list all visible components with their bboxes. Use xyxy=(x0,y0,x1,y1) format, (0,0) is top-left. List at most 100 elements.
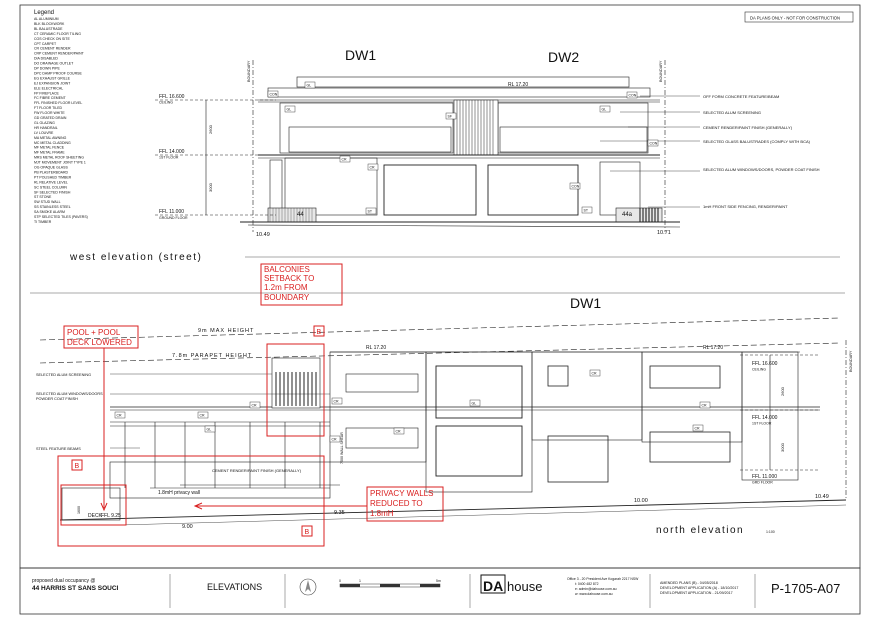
privacy-callout-box xyxy=(366,486,444,522)
material-tag-box xyxy=(339,155,351,163)
legend-item: EJ EXPANSION JOINT xyxy=(34,81,71,85)
material-tag: SF xyxy=(448,115,452,119)
north-level-1-sub: CEILING xyxy=(752,368,766,372)
material-tag-box xyxy=(589,369,601,377)
scale-5: 5m xyxy=(436,579,441,583)
north-level-3-sub: GRD FLOOR xyxy=(752,481,773,485)
legend-item: ST STONE xyxy=(34,195,52,199)
legend-item: EG EXHAUST GRILLE xyxy=(34,76,71,80)
material-tag: GL xyxy=(472,402,477,406)
balconies-note: BALCONIES xyxy=(264,265,310,274)
north-level-2: FFL 14.000 xyxy=(752,415,778,421)
balconies-callout-box xyxy=(260,263,343,306)
material-tag: GL xyxy=(287,108,292,112)
north-deck-dim: 1600 xyxy=(77,506,81,514)
legend-item: GL GLAZING xyxy=(34,121,55,125)
office-email: e: admin@dahouse.com.au xyxy=(575,587,617,591)
material-tag-box xyxy=(114,411,126,419)
material-tag-box xyxy=(365,207,377,215)
west-level-2-sub: 1ST FLOOR xyxy=(159,156,179,160)
material-tag: CR xyxy=(332,438,338,442)
office-address: Office 3 - 20 President Ave Kogarah 2217… xyxy=(567,577,639,581)
material-tag-box xyxy=(393,427,405,435)
logo-house: house xyxy=(507,579,542,594)
north-boundary: BOUNDARY xyxy=(849,350,853,372)
north-dw1-label: DW1 xyxy=(570,295,601,311)
west-note: SELECTED ALUM SCREENING xyxy=(703,110,761,115)
sheet-border xyxy=(19,4,861,569)
west-house-number-44: 44 xyxy=(297,212,304,218)
west-note: 1mH FRONT SIDE FENCING, RENDER/PAINT xyxy=(703,204,788,209)
b-tag-box xyxy=(71,459,83,471)
west-level-2: FFL 14.000 xyxy=(159,149,185,155)
drawing-number: P-1705-A07 xyxy=(771,581,840,596)
west-level-1: FFL 16.600 xyxy=(159,94,185,100)
north-spot-10-49: 10.49 xyxy=(815,494,829,500)
west-elevation xyxy=(155,60,700,232)
legend-item: PT POLISHED TIMBER xyxy=(34,175,72,179)
material-tag-box xyxy=(249,401,261,409)
legend-item: FT FLOOR TILED xyxy=(34,106,63,110)
material-tag: CON xyxy=(650,142,658,146)
north-level-2-sub: 1ST FLOOR xyxy=(752,422,772,426)
north-privacy-wall: 1.8mH privacy wall xyxy=(158,490,200,496)
material-tag: GL xyxy=(307,84,312,88)
material-tag: CON xyxy=(572,185,580,189)
material-tag: CR xyxy=(695,427,701,431)
material-tag: CON xyxy=(270,93,278,97)
legend-item: MJT MOVEMENT JOINT TYPE 1 xyxy=(34,161,86,165)
material-tag-box xyxy=(469,399,481,407)
north-parapet-height: 7.8m PARAPET HEIGHT xyxy=(172,353,252,359)
west-notes: OFF FORM CONCRETE FEATURE/BEAM SELECTED … xyxy=(703,94,820,209)
material-tag: CON xyxy=(629,94,637,98)
west-elevation-title: west elevation (street) xyxy=(69,252,202,263)
material-tag: ST xyxy=(368,210,373,214)
west-level-1-sub: CEILING xyxy=(159,101,173,105)
legend-item: RL RELATIVE LEVEL xyxy=(34,180,68,184)
legend-item: MA METAL AWNING xyxy=(34,136,67,140)
material-tag: CR xyxy=(252,404,258,408)
legend-item: HR HANDRAIL xyxy=(34,126,58,130)
west-rl: RL 17.20 xyxy=(508,82,528,88)
header-note-box xyxy=(744,11,854,23)
material-tag: CR xyxy=(396,430,402,434)
legend-item: FW FLOOR WHITE xyxy=(34,111,65,115)
material-tag: ST xyxy=(584,209,589,213)
west-note: CEMENT RENDER/PAINT FINISH (GENERALLY) xyxy=(703,125,793,130)
legend-item: DIA DISABLED xyxy=(34,57,58,61)
revision-b: AMENDED PLANS (B) - 04/05/2018 xyxy=(660,581,718,585)
west-note: SELECTED GLASS BALUSTRADES (COMPLY WITH … xyxy=(703,139,811,144)
material-tag-box xyxy=(367,163,379,171)
amendment-text: BALCONIES SETBACK TO 1.2m FROM BOUNDARY … xyxy=(67,265,433,536)
material-tag-box xyxy=(331,397,343,405)
privacy-note: 1.8mH xyxy=(370,509,394,518)
north-cement-note: CEMENT RENDER/PAINT FINISH (GENERALLY) xyxy=(212,468,302,473)
material-tag: CR xyxy=(117,414,123,418)
legend-item: CT CERAMIC FLOOR TILING xyxy=(34,32,81,36)
north-level-3: FFL 11.000 xyxy=(752,474,777,480)
north-deck-ffl: FFL 9.25 xyxy=(101,513,121,519)
west-dim-lower: 3000 xyxy=(208,182,213,192)
legend-item: STP SELECTED TILES (PAVERS) xyxy=(34,215,88,219)
legend-item: DO DRAINAGE OUTLET xyxy=(34,62,74,66)
legend-item: TI TIMBER xyxy=(34,220,52,224)
legend-item: FC FIBRE CEMENT xyxy=(34,96,67,100)
pool-callout-box xyxy=(63,325,139,349)
deck-cloud xyxy=(60,484,127,526)
balcony-cloud xyxy=(266,343,325,437)
legend-item: ELE ELECTRICAL xyxy=(34,86,63,90)
north-dim-upper: 2600 xyxy=(780,386,785,396)
legend-item: SF SELECTED FINISH xyxy=(34,190,71,194)
west-dw1-label: DW1 xyxy=(345,47,376,63)
north-arrow-icon xyxy=(305,580,311,592)
west-note: OFF FORM CONCRETE FEATURE/BEAM xyxy=(703,94,779,99)
legend-item: GD GRATED DRAIN xyxy=(34,116,67,120)
legend-item: LV LOUVRE xyxy=(34,131,54,135)
legend-item: SW STUD WALL xyxy=(34,200,61,204)
material-tag-box xyxy=(304,81,316,89)
material-tag: GL xyxy=(207,428,212,432)
title-block-border xyxy=(19,567,861,615)
legend-item: CR CEMENT RENDER xyxy=(34,47,71,51)
